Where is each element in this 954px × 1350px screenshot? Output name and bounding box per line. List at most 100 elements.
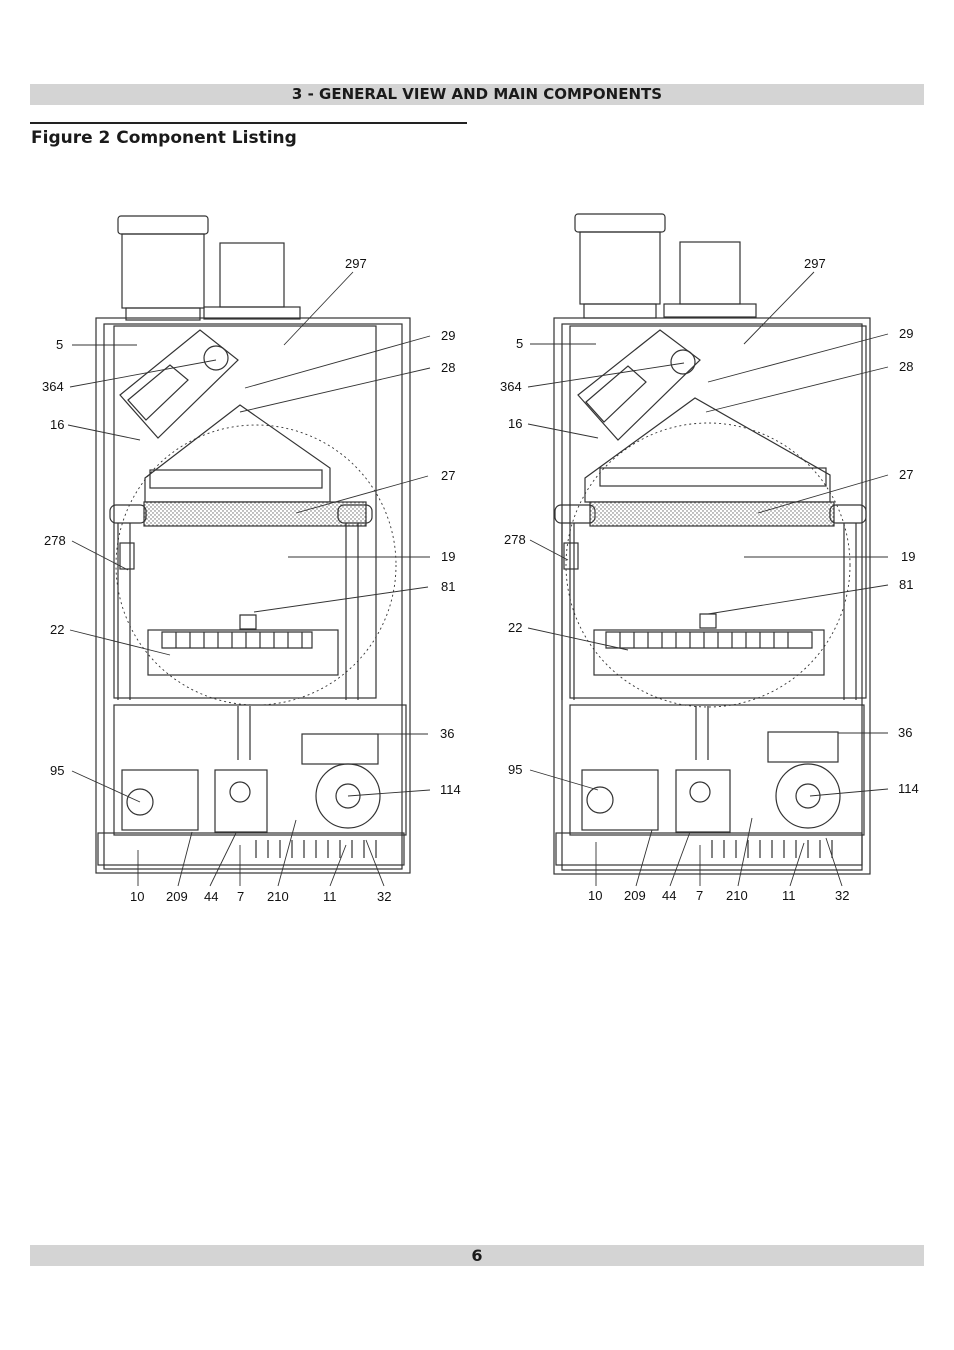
pipe-elbow-right — [337, 504, 373, 524]
pipe-elbow-left — [554, 504, 596, 524]
fan-housing — [577, 329, 701, 441]
gas-valve-knob — [586, 786, 614, 814]
gas-valve-knob — [126, 788, 154, 816]
pump-motor — [315, 763, 381, 829]
flue-collar — [583, 303, 657, 319]
lower-compartment — [113, 704, 407, 836]
heat-exchanger-outline — [115, 424, 397, 706]
callout-7: 7 — [237, 889, 244, 904]
flue-pipe-cap — [574, 213, 666, 233]
manifold-slots — [711, 840, 833, 858]
diverter-port — [229, 781, 251, 803]
pipe-elbow-left — [109, 504, 147, 524]
fan-hub — [203, 345, 229, 371]
callout-297: 297 — [345, 256, 367, 271]
callout-364: 364 — [500, 379, 522, 394]
pipe-elbow-right — [829, 504, 867, 524]
callout-36: 36 — [898, 725, 912, 740]
callout-44: 44 — [662, 888, 676, 903]
callout-32: 32 — [377, 889, 391, 904]
fan-motor — [585, 365, 647, 423]
bottom-manifold — [555, 832, 863, 866]
pump-head — [301, 733, 379, 765]
callout-95: 95 — [508, 762, 522, 777]
hood — [584, 397, 831, 503]
fan-motor — [127, 364, 189, 421]
callout-364: 364 — [42, 379, 64, 394]
combustion-chamber — [113, 325, 377, 699]
air-intake-collar — [203, 306, 301, 320]
callout-5: 5 — [516, 336, 523, 351]
flow-pipe — [843, 523, 857, 700]
boiler-view-left — [67, 215, 431, 887]
callout-11: 11 — [323, 889, 337, 904]
callout-28: 28 — [441, 360, 455, 375]
bottom-manifold — [97, 832, 405, 866]
callout-209: 209 — [624, 888, 646, 903]
callout-114: 114 — [440, 782, 461, 797]
diverter-valve — [675, 769, 731, 833]
boiler-view-right — [527, 213, 889, 887]
callout-11: 11 — [782, 888, 796, 903]
callout-114: 114 — [898, 781, 919, 796]
callout-27: 27 — [441, 468, 455, 483]
flue-collar — [125, 307, 201, 321]
callout-22: 22 — [50, 622, 64, 637]
callout-278: 278 — [44, 533, 66, 548]
pump-motor — [775, 763, 841, 829]
air-intake-collar — [663, 303, 757, 318]
figure-title-rule — [30, 122, 467, 124]
inner-frame — [103, 323, 403, 870]
fan-hub — [670, 349, 696, 375]
callout-210: 210 — [267, 889, 289, 904]
air-intake-pipe — [219, 242, 285, 308]
outer-frame — [553, 317, 871, 875]
flue-pipe — [579, 231, 661, 305]
callout-209: 209 — [166, 889, 188, 904]
gas-valve — [121, 769, 199, 831]
heat-exchanger — [143, 501, 367, 527]
burner-ramps — [605, 631, 813, 649]
manifold-slots — [255, 840, 377, 858]
heat-exchanger-outline — [565, 422, 851, 708]
hood — [144, 404, 331, 503]
callout-210: 210 — [726, 888, 748, 903]
callout-278: 278 — [504, 532, 526, 547]
callout-16: 16 — [508, 416, 522, 431]
callout-32: 32 — [835, 888, 849, 903]
pump-hub — [795, 783, 821, 809]
air-intake-pipe — [679, 241, 741, 305]
callout-29: 29 — [899, 326, 913, 341]
section-header: 3 - GENERAL VIEW AND MAIN COMPONENTS — [30, 84, 924, 105]
flue-pipe — [121, 233, 205, 309]
burner — [147, 629, 339, 676]
callout-10: 10 — [588, 888, 602, 903]
burner — [593, 629, 825, 676]
callout-44: 44 — [204, 889, 218, 904]
callout-16: 16 — [50, 417, 64, 432]
page-number: 6 — [30, 1245, 924, 1266]
return-pipe — [561, 523, 575, 700]
callout-29: 29 — [441, 328, 455, 343]
hood-rim — [599, 467, 827, 487]
callout-10: 10 — [130, 889, 144, 904]
leader-lines — [527, 271, 889, 887]
callout-7: 7 — [696, 888, 703, 903]
callout-19: 19 — [901, 549, 915, 564]
electrode — [239, 614, 257, 630]
flow-pipe — [345, 523, 359, 700]
sensor-278 — [563, 542, 579, 570]
heat-exchanger — [589, 501, 835, 527]
figure-title: Figure 2 Component Listing — [31, 128, 297, 148]
callout-81: 81 — [441, 579, 455, 594]
burner-ramps — [161, 631, 313, 649]
gas-valve — [581, 769, 659, 831]
callout-297: 297 — [804, 256, 826, 271]
diverter-port — [689, 781, 711, 803]
callout-27: 27 — [899, 467, 913, 482]
sensor-278 — [119, 542, 135, 570]
callout-19: 19 — [441, 549, 455, 564]
fan-housing — [119, 329, 239, 439]
diverter-valve — [214, 769, 268, 833]
gas-pipe — [695, 706, 709, 760]
